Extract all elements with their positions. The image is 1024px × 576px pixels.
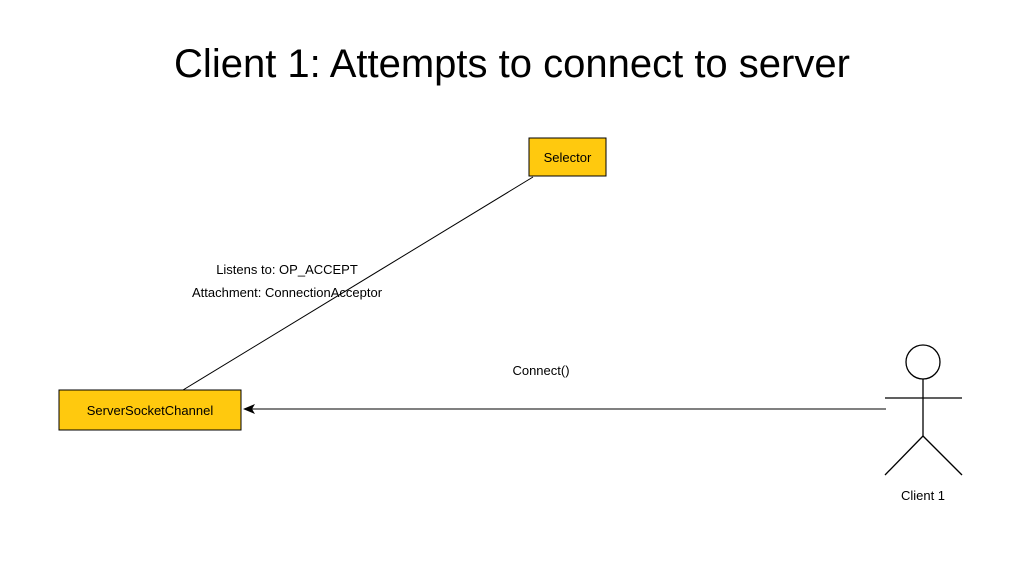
selector-label: Selector <box>544 150 592 165</box>
stick-figure-icon <box>884 344 963 476</box>
server-socket-channel-box <box>58 389 242 431</box>
client-label: Client 1 <box>901 488 945 503</box>
server-socket-channel-node[interactable]: ServerSocketChannel <box>58 389 242 431</box>
listen-label-line2: Attachment: ConnectionAcceptor <box>192 285 383 300</box>
server-socket-channel-label: ServerSocketChannel <box>87 403 214 418</box>
slide-title: Client 1: Attempts to connect to server <box>174 42 850 86</box>
client-actor[interactable]: Client 1 <box>884 344 963 503</box>
listen-association-line <box>182 176 534 391</box>
listen-label-line1: Listens to: OP_ACCEPT <box>216 262 358 277</box>
selector-node[interactable]: Selector <box>528 137 607 177</box>
selector-box <box>528 137 607 177</box>
connect-label: Connect() <box>512 363 569 378</box>
